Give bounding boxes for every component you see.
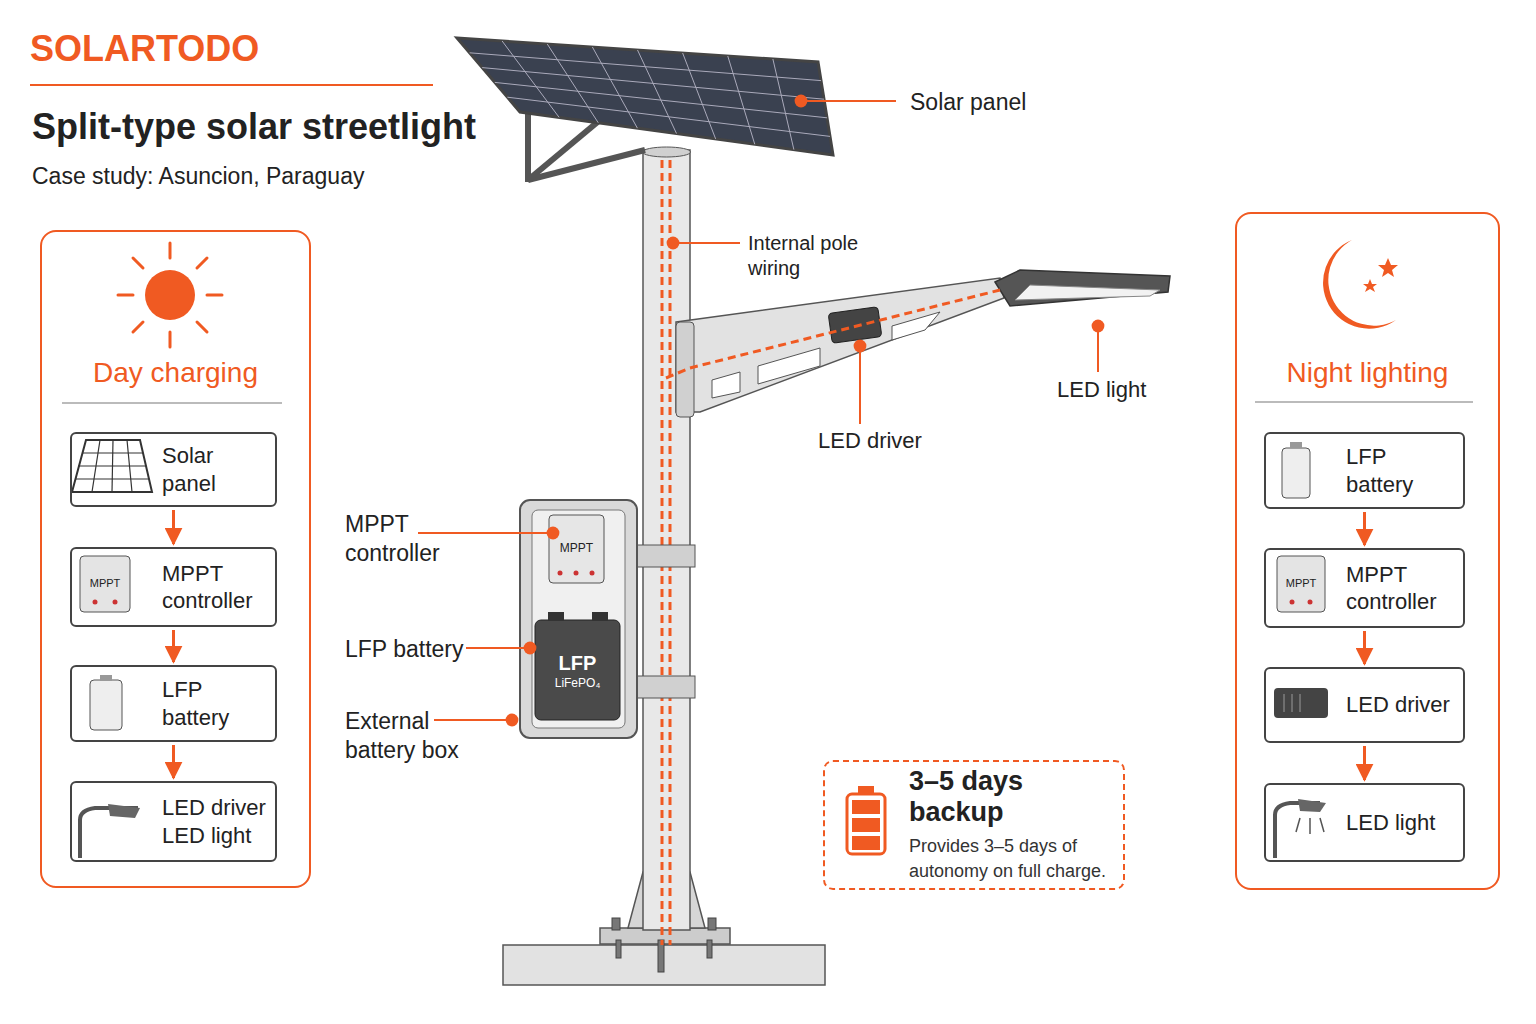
note-heading: 3–5 days backup — [909, 766, 1109, 828]
box-clamp — [637, 676, 695, 698]
process-box: LFP battery — [70, 665, 277, 742]
step-label: MPPT controller — [162, 560, 267, 615]
leader-lines — [418, 101, 1098, 720]
step-label: LED light — [162, 822, 251, 850]
driver-icon — [1274, 688, 1328, 718]
part-label: Solar panel — [910, 88, 1026, 117]
pole — [643, 150, 690, 930]
box-clamp — [637, 545, 695, 567]
device-marking: LiFePO₄ — [535, 676, 620, 691]
part-label: External battery box — [345, 707, 485, 765]
battery-terminal — [548, 612, 564, 621]
phase-panel: Day chargingSolar panelMPPT controllerLF… — [40, 230, 311, 888]
phase-panel: Night lightingLFP batteryMPPT controller… — [1235, 212, 1500, 890]
step-label: LFP battery — [1346, 443, 1455, 498]
battery-terminal — [592, 612, 608, 621]
process-box: Solar panel — [70, 432, 277, 507]
phase-heading: Day charging — [42, 357, 309, 389]
process-box: LED driver — [1264, 667, 1465, 743]
mppt-icon — [80, 556, 130, 612]
step-label: LED light — [1346, 809, 1435, 837]
diagram-title: Split-type solar streetlight — [32, 104, 476, 149]
process-box: LED driverLED light — [70, 781, 277, 862]
solar-panel-icon — [72, 440, 152, 492]
battery-box-inner — [532, 510, 625, 728]
part-label: MPPT controller — [345, 510, 475, 568]
device-marking: MPPT — [549, 541, 604, 556]
controller-leds — [558, 571, 595, 576]
flow-arrow — [1363, 746, 1366, 780]
mppt-icon — [1277, 556, 1325, 612]
moon-icon — [1323, 240, 1398, 329]
sun-icon — [118, 243, 222, 347]
backup-note: 3–5 days backupProvides 3–5 days of auto… — [823, 760, 1125, 890]
note-body: Provides 3–5 days of autonomy on full ch… — [909, 834, 1109, 884]
battery-box — [520, 500, 637, 738]
diagram-caption: Case study: Asuncion, Paraguay — [32, 162, 364, 191]
streetlight-icon — [1275, 799, 1326, 858]
step-label: Solar panel — [162, 442, 267, 497]
icon-marking: MPPT — [80, 577, 130, 591]
phase-heading: Night lighting — [1237, 357, 1498, 389]
brand-rule — [30, 84, 433, 86]
part-label: LFP battery — [345, 635, 463, 664]
lamp-arm — [676, 278, 1004, 412]
step-label: LED driver — [162, 794, 266, 822]
lamp-head — [995, 270, 1170, 306]
lfp-battery — [535, 620, 620, 720]
separator — [1255, 401, 1473, 403]
step-label: MPPT controller — [1346, 561, 1455, 616]
solar-panel — [457, 38, 833, 155]
separator — [62, 402, 282, 404]
brand-name: SOLARTODO — [30, 26, 259, 71]
flow-arrow — [172, 510, 175, 544]
process-box: LFP battery — [1264, 432, 1465, 509]
led-face — [1015, 285, 1160, 300]
flow-arrow — [172, 745, 175, 778]
device-marking: LFP — [535, 651, 620, 676]
flow-arrow — [172, 630, 175, 662]
part-label: Internal pole wiring — [748, 231, 888, 281]
mppt-icon-leds — [93, 600, 118, 605]
process-box: LED light — [1264, 783, 1465, 862]
battery-icon — [90, 675, 122, 730]
step-label: LFP battery — [162, 676, 267, 731]
backup-battery-icon — [847, 786, 885, 854]
panel-cell-grid — [470, 41, 830, 150]
battery-icon — [1282, 442, 1310, 498]
pole-cap — [643, 147, 691, 157]
icon-marking: MPPT — [1277, 577, 1325, 591]
step-label: LED driver — [1346, 691, 1450, 719]
mppt-icon-leds — [1290, 600, 1313, 605]
streetlight-icon — [80, 804, 140, 858]
part-label: LED light — [1057, 376, 1146, 404]
mppt-controller — [549, 515, 604, 583]
part-label: LED driver — [818, 427, 922, 455]
flow-arrow — [1363, 512, 1366, 545]
flow-arrow — [1363, 631, 1366, 664]
